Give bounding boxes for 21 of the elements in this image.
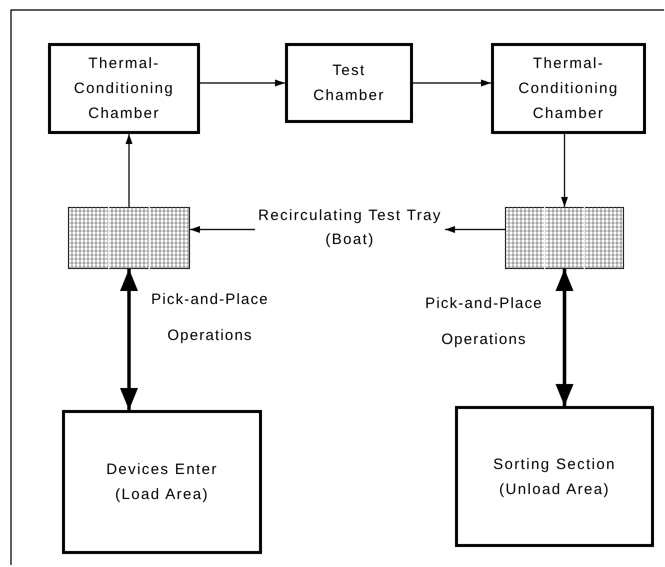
process-box — [62, 410, 262, 554]
process-box — [285, 43, 413, 123]
arrow — [190, 226, 255, 233]
tray-drawing — [68, 207, 190, 269]
arrow — [126, 134, 132, 207]
box-text: Test Chamber — [312, 61, 386, 106]
box-text: Devices Enter (Load Area) — [105, 460, 219, 505]
process-box — [48, 43, 200, 134]
tray-drawing — [505, 207, 624, 269]
arrow — [200, 80, 285, 86]
box-text: Thermal-Conditioning Chamber — [517, 54, 620, 124]
arrow — [561, 134, 568, 207]
double-arrow — [556, 269, 574, 406]
flow-label: Recirculating Test Tray (Boat) — [255, 204, 445, 252]
arrow — [445, 226, 505, 233]
box-text: Thermal-Conditioning Chamber — [72, 54, 176, 124]
double-arrow — [120, 269, 138, 410]
process-box — [455, 406, 654, 547]
process-box — [491, 43, 646, 134]
arrow — [413, 80, 491, 86]
box-text: Sorting Section (Unload Area) — [492, 454, 617, 500]
